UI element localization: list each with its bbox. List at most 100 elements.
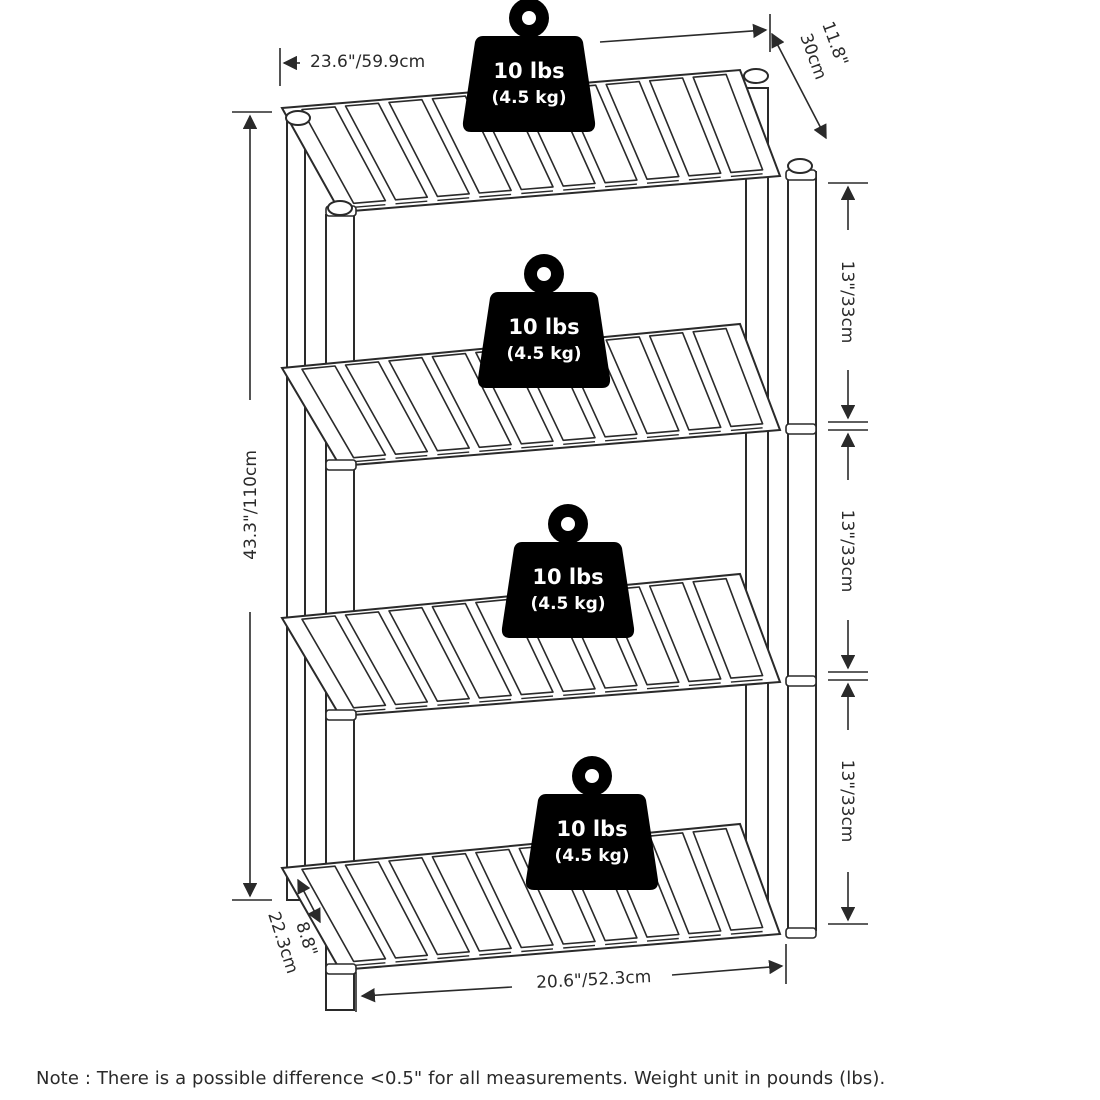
weights: 10 lbs (4.5 kg) 10 lbs (4.5 kg) 10 lbs (4.5 k… — [462, 0, 659, 890]
shelf-slat — [344, 102, 429, 201]
shelf-gap-label-1: 13"/33cm — [837, 261, 857, 344]
shelf-slat — [692, 73, 764, 174]
shelf-slat — [692, 327, 764, 428]
slat-edge — [395, 958, 428, 963]
shelf-slat — [475, 848, 554, 949]
slat-edge — [395, 454, 428, 459]
front-left-connector — [325, 709, 357, 721]
slat-edge — [646, 937, 679, 942]
shelf-slat — [605, 336, 680, 435]
slat-edge — [521, 190, 554, 195]
weight-lbs-label: 10 lbs — [532, 565, 603, 589]
shelf-1 — [280, 68, 817, 217]
bottom-depth-arrow — [297, 878, 321, 924]
shelf-gap-label-3: 13"/33cm — [837, 760, 857, 843]
weight-kg-label: (4.5 kg) — [554, 846, 629, 866]
slat-edge — [353, 204, 386, 208]
post-back-left — [286, 119, 306, 901]
shelf-slat — [648, 832, 722, 935]
slat-edge — [395, 200, 428, 205]
weight-body — [525, 794, 659, 890]
shelf-gap-label-2: 13"/33cm — [837, 510, 857, 593]
slat-edge — [688, 934, 721, 939]
shelf-slat — [431, 352, 512, 449]
front-right-connector — [785, 423, 817, 435]
slat-edge — [730, 678, 763, 683]
weight-icon: 10 lbs (4.5 kg) — [477, 254, 611, 388]
shelf-slat — [388, 606, 471, 703]
slat-edge — [437, 955, 470, 960]
shelf-slat — [301, 365, 387, 459]
slat-edge — [688, 682, 721, 687]
front-left-connector — [325, 459, 357, 471]
slat-edge — [563, 186, 596, 191]
shelf-slat — [301, 615, 387, 709]
weight-kg-label: (4.5 kg) — [530, 594, 605, 614]
shelf-slat — [344, 361, 429, 456]
slat-edge — [730, 173, 763, 178]
post-cap — [327, 200, 353, 216]
weight-handle-hole — [585, 769, 599, 783]
slat-edge — [563, 441, 596, 445]
post-cap — [285, 110, 311, 126]
shelf-slat — [692, 827, 764, 931]
weight-handle-hole — [522, 11, 536, 25]
top-width-label: 23.6"/59.9cm — [310, 52, 425, 72]
weight-kg-label: (4.5 kg) — [491, 88, 566, 108]
weight-icon: 10 lbs (4.5 kg) — [501, 504, 635, 638]
bottom-width-arrow-right — [671, 959, 784, 976]
shelf-slat — [431, 95, 512, 194]
slat-edge — [646, 179, 679, 184]
shelf-slat — [648, 331, 722, 431]
slat-edge — [479, 951, 512, 956]
slat-edge — [730, 427, 763, 432]
slat-edge — [479, 447, 512, 452]
slat-edge — [437, 702, 470, 706]
slat-edge — [563, 692, 596, 696]
slat-edge — [605, 437, 637, 442]
slat-edge — [353, 708, 386, 713]
total-height-label: 43.3"/110cm — [241, 450, 261, 560]
shelf-slat — [344, 611, 429, 706]
shelf-slat — [605, 80, 680, 180]
weight-handle-hole — [561, 517, 575, 531]
weight-lbs-label: 10 lbs — [556, 817, 627, 841]
front-right-connector — [785, 927, 817, 939]
slat-edge — [646, 434, 679, 439]
front-left-connector — [325, 963, 357, 975]
shelf-slat — [431, 852, 512, 952]
measurement-note: Note : There is a possible difference <0… — [36, 1068, 886, 1089]
bottom-depth-cm-label: 22.3cm — [263, 909, 302, 976]
weight-body — [501, 542, 635, 638]
shelf-slat — [388, 98, 471, 198]
weight-body — [477, 292, 611, 388]
slat-edge — [521, 695, 554, 700]
weight-lbs-label: 10 lbs — [493, 59, 564, 83]
weight-handle-hole — [537, 267, 551, 281]
shelf-slat — [344, 861, 429, 959]
slat-edge — [437, 451, 470, 456]
slat-edge — [353, 458, 386, 463]
slat-edge — [646, 685, 679, 690]
shelf-slat — [692, 577, 764, 679]
post-cap — [743, 68, 769, 84]
top-width-arrow-right — [599, 23, 768, 43]
shelf-slat — [648, 581, 722, 683]
slat-edge — [605, 941, 637, 946]
slat-edge — [353, 962, 386, 967]
weight-icon: 10 lbs (4.5 kg) — [525, 756, 659, 890]
slat-edge — [521, 948, 554, 953]
post-cap — [787, 158, 813, 174]
shelf-slat — [388, 856, 471, 956]
shelf-slat — [431, 602, 512, 699]
post-back-right — [745, 87, 769, 921]
bottom-width-label: 20.6"/52.3cm — [536, 967, 652, 993]
weight-kg-label: (4.5 kg) — [506, 344, 581, 364]
shelf-slat — [648, 77, 722, 177]
weight-lbs-label: 10 lbs — [508, 315, 579, 339]
shelf-slat — [301, 865, 387, 963]
slat-edge — [730, 930, 763, 935]
shelf-3 — [280, 572, 817, 721]
weight-body — [462, 36, 596, 132]
bottom-width-arrow-left — [360, 986, 513, 1003]
